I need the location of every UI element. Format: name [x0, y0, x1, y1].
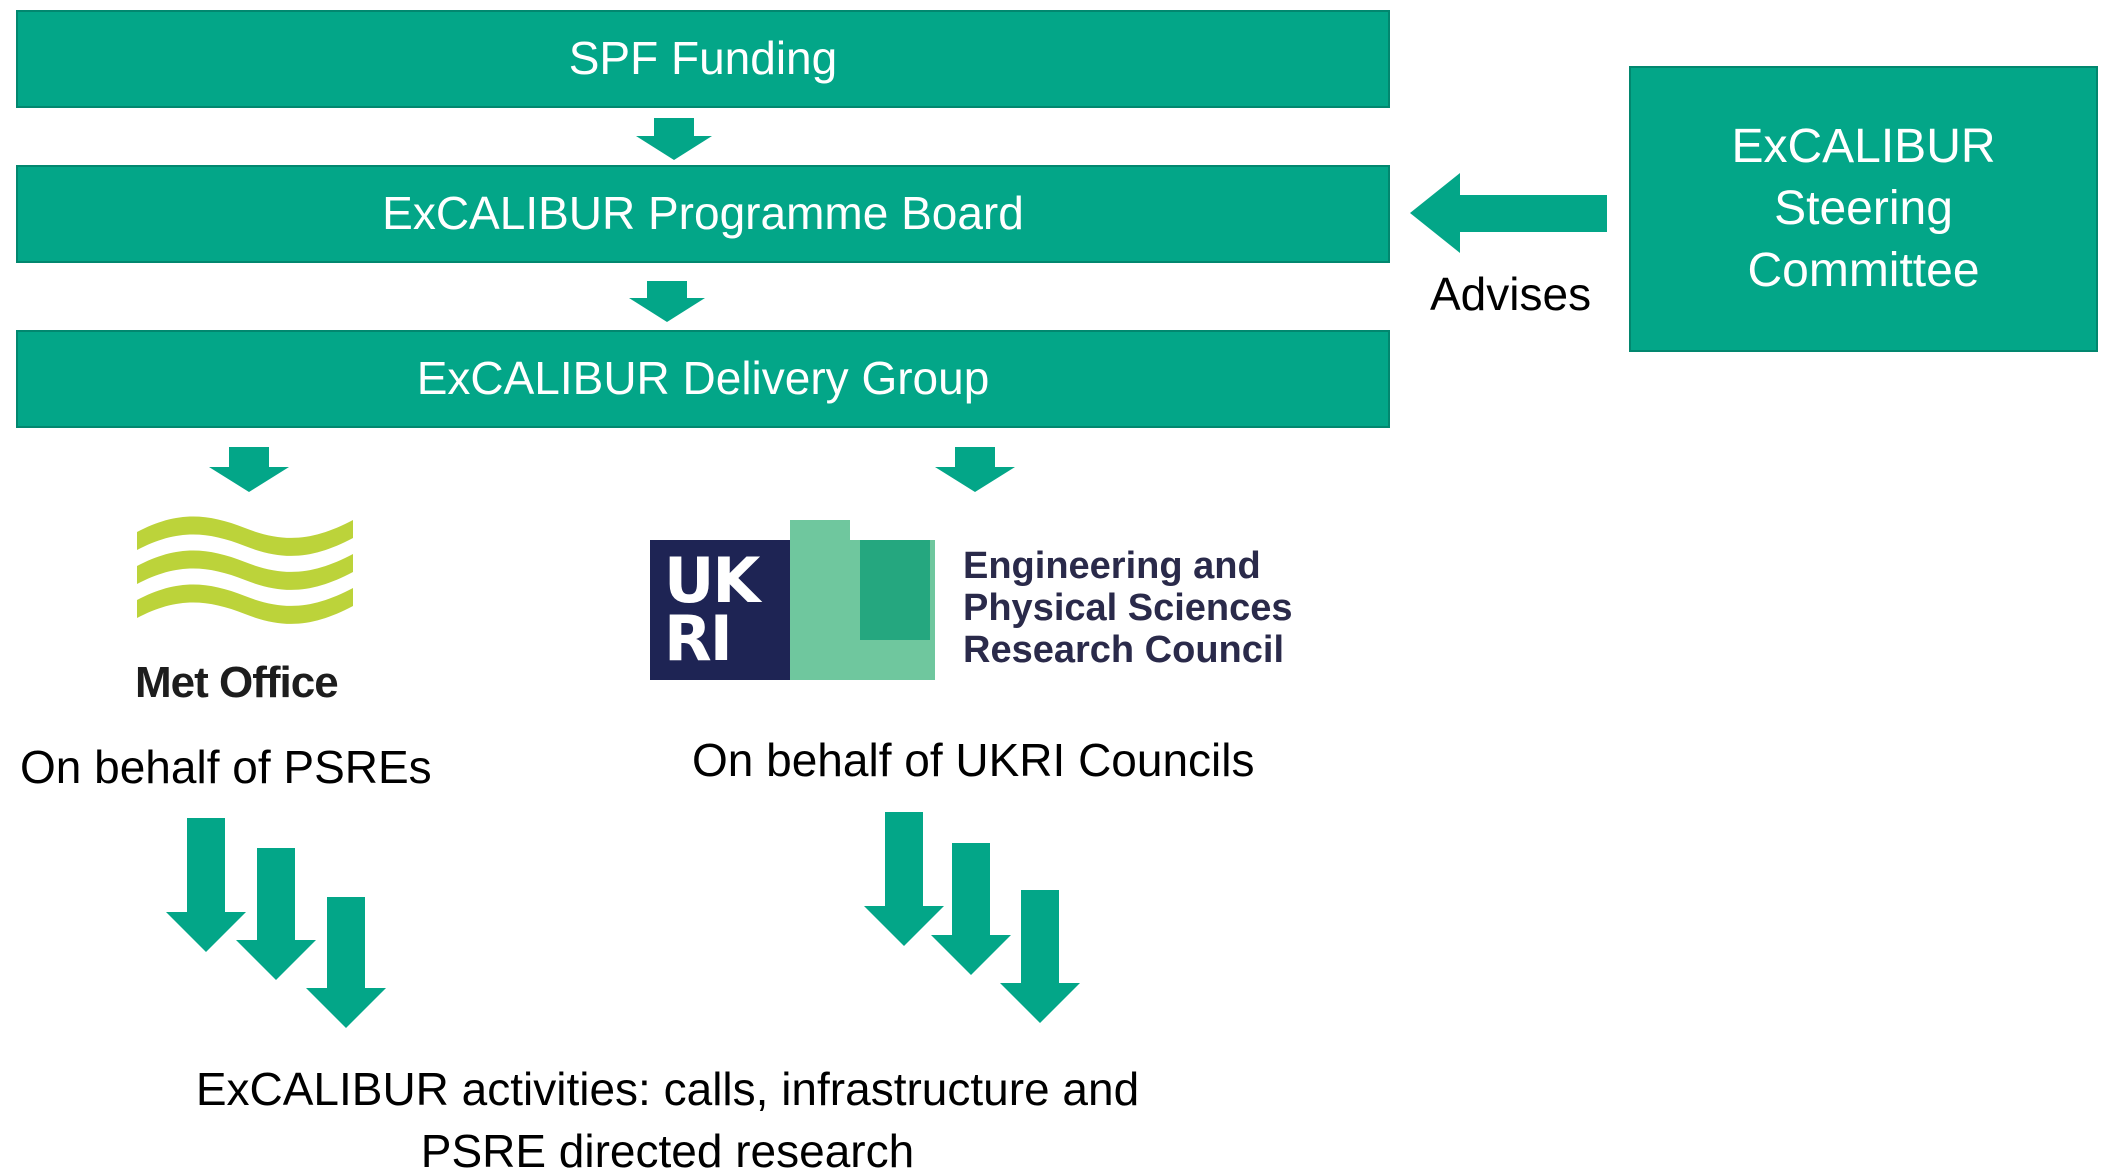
ukri-navy-block	[650, 540, 795, 680]
met-office-caption: On behalf of PSREs	[20, 741, 432, 793]
activities-text: ExCALIBUR activities: calls, infrastruct…	[0, 1058, 1335, 1171]
arrow-board-to-delivery	[629, 281, 705, 322]
ukri-logo: UK RI	[650, 520, 935, 680]
steering-committee-line-3: Committee	[1747, 244, 1980, 297]
arrow-ukri-3	[1000, 890, 1080, 1023]
ukri-caption: On behalf of UKRI Councils	[692, 734, 1255, 786]
spf-funding-box: SPF Funding	[16, 10, 1390, 108]
activities-line-1: ExCALIBUR activities: calls, infrastruct…	[195, 1063, 1140, 1115]
epsrc-line-1: Engineering and	[963, 545, 1261, 587]
programme-board-box: ExCALIBUR Programme Board	[16, 165, 1390, 263]
steering-committee-line-1: ExCALIBUR	[1731, 120, 1996, 173]
activities-line-2: PSRE directed research	[420, 1125, 915, 1171]
ukri-letters-bottom: RI	[664, 602, 733, 675]
arrow-ukri-2	[931, 843, 1011, 975]
epsrc-council-name: Engineering and Physical Sciences Resear…	[963, 545, 1293, 671]
arrow-ukri-1	[864, 812, 944, 946]
arrow-steering-advises-board	[1410, 173, 1607, 253]
steering-committee-line-2: Steering	[1774, 182, 1953, 235]
delivery-group-box: ExCALIBUR Delivery Group	[16, 330, 1390, 428]
ukri-green-bar-tall	[790, 520, 850, 680]
arrow-metoffice-2	[236, 848, 316, 980]
arrow-metoffice-3	[306, 897, 386, 1028]
programme-board-label: ExCALIBUR Programme Board	[382, 187, 1024, 240]
epsrc-line-2: Physical Sciences	[963, 587, 1293, 629]
met-office-waves-icon	[137, 516, 353, 624]
epsrc-line-3: Research Council	[963, 629, 1284, 671]
ukri-letters-top: UK	[664, 544, 760, 617]
advises-label: Advises	[1430, 268, 1592, 320]
arrow-delivery-to-metoffice	[209, 447, 289, 492]
ukri-green-inner	[860, 540, 930, 640]
delivery-group-label: ExCALIBUR Delivery Group	[416, 352, 990, 405]
arrow-spf-to-board	[636, 118, 712, 160]
met-office-logo-text: Met Office	[135, 658, 339, 707]
steering-committee-box: ExCALIBUR Steering Committee	[1629, 66, 2098, 352]
arrow-delivery-to-ukri	[935, 447, 1015, 492]
arrow-metoffice-1	[166, 818, 246, 952]
spf-funding-label: SPF Funding	[568, 32, 838, 85]
